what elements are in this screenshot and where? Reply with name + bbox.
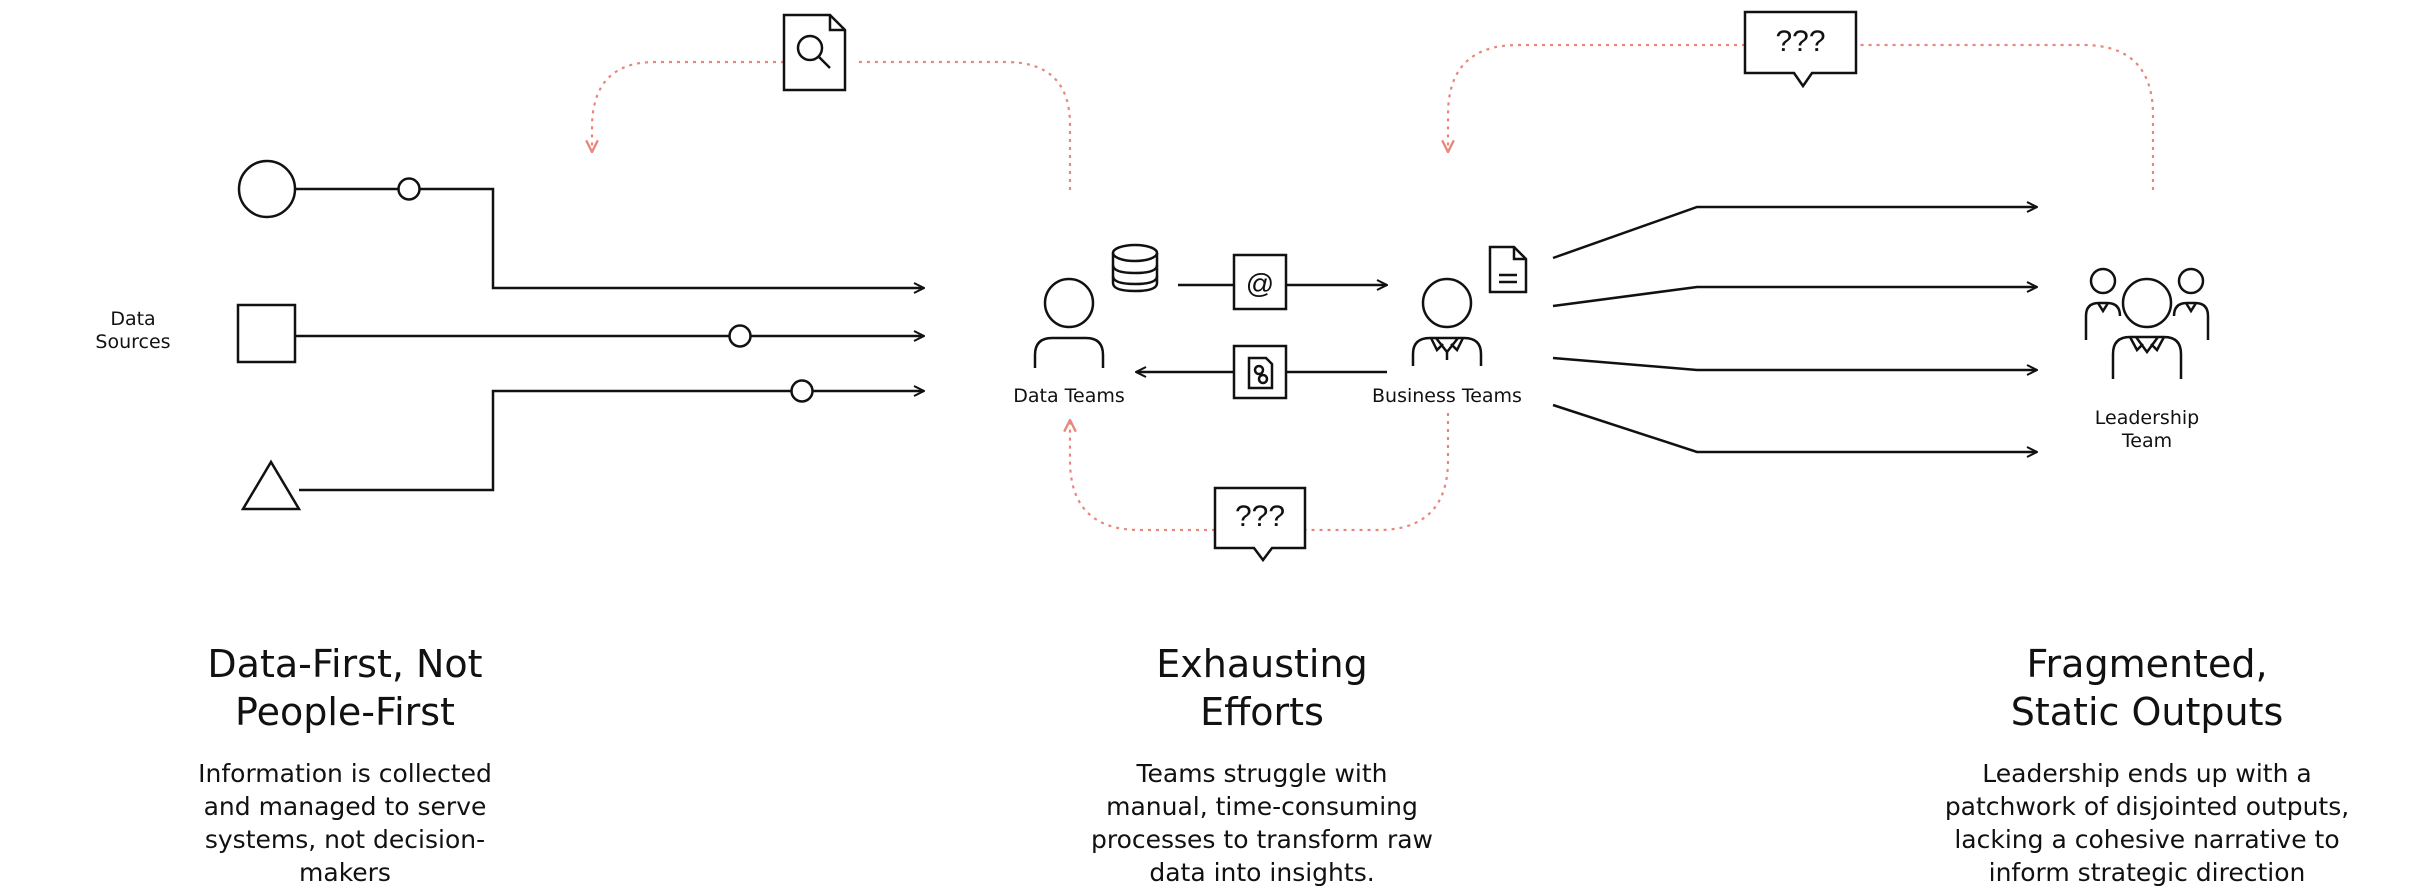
document-icon: [1488, 245, 1528, 294]
column-2-description-line-4: data into insights.: [1149, 858, 1375, 887]
connector-node-1: [397, 177, 421, 201]
leadership-team-label-line-2: Team: [2121, 429, 2173, 452]
email-icon-symbol: @: [1246, 268, 1274, 299]
document-search-icon: [782, 13, 847, 92]
output-arrow-2: [1552, 287, 2037, 308]
feedback-loop-leadership-to-business: [1856, 43, 2155, 190]
column-1-heading: Data-First, Not People-First: [145, 640, 545, 736]
data-sources-label: Data Sources: [78, 308, 188, 354]
speech-bubble-top-right: [1743, 10, 1858, 89]
speech-bubble-icon: [1213, 10, 1858, 563]
output-arrow-3: [1552, 356, 2037, 370]
report-document-icon: [1232, 344, 1288, 400]
column-3-description-line-2: patchwork of disjointed outputs,: [1944, 792, 2350, 821]
data-teams-label: Data Teams: [1013, 385, 1125, 407]
speech-bubble-bottom-center-text: ???: [1234, 500, 1286, 533]
column-2-description-line-1: Teams struggle with: [1136, 759, 1388, 788]
column-1-description: Information is collected and managed to …: [145, 757, 545, 889]
person-icon: [1033, 277, 1105, 368]
column-2-description-line-3: processes to transform raw: [1090, 825, 1434, 854]
output-arrow-4: [1552, 403, 2037, 452]
business-teams-label: Business Teams: [1372, 385, 1522, 407]
square-source-icon: [236, 303, 297, 364]
feedback-loop-business-to-data-2: [1070, 420, 1215, 532]
database-icon: [1111, 243, 1159, 293]
circle-source-icon: [237, 159, 297, 219]
feedback-loop-data-teams-to-sources-2: [592, 60, 784, 152]
column-1-description-line-4: makers: [299, 858, 391, 887]
feedback-loop-leadership-to-business-2: [1448, 43, 1745, 152]
connector-node-2: [728, 324, 752, 348]
column-3-heading-line-1: Fragmented,: [2026, 642, 2268, 686]
leadership-team-label-line-1: Leadership: [2094, 407, 2200, 429]
leadership-group-icon: [2084, 267, 2210, 379]
column-1-heading-line-1: Data-First, Not: [207, 642, 483, 686]
data-sources-group: [236, 159, 924, 511]
feedback-loop-data-teams-to-sources: [854, 60, 1072, 190]
feedback-loop-business-to-data: [1305, 413, 1450, 532]
column-3-description-line-4: inform strategic direction: [1988, 858, 2306, 887]
feedback-loops: [592, 43, 2155, 532]
column-1-description-line-3: systems, not decision-: [204, 825, 486, 854]
column-1-description-line-2: and managed to serve: [203, 792, 487, 821]
businessperson-icon: [1411, 277, 1483, 366]
speech-bubble-top-right-text: ???: [1775, 25, 1826, 58]
exchange-arrows: [1136, 285, 1387, 372]
column-2-heading: Exhausting Efforts: [1042, 640, 1482, 736]
source-connector-line-1b: [420, 187, 924, 288]
column-2-description: Teams struggle with manual, time-consumi…: [1042, 757, 1482, 889]
column-3-heading-line-2: Static Outputs: [2010, 690, 2284, 734]
triangle-source-icon: [240, 459, 302, 511]
speech-bubble-bottom-center: [1213, 486, 1307, 563]
connector-node-3: [790, 379, 814, 403]
column-3-heading: Fragmented, Static Outputs: [1897, 640, 2397, 736]
email-icon: [1232, 253, 1288, 311]
column-1-heading-line-2: People-First: [235, 690, 455, 734]
column-3-description-line-3: lacking a cohesive narrative to: [1954, 825, 2340, 854]
output-arrow-1: [1552, 207, 2037, 260]
output-arrows: [1552, 207, 2037, 452]
column-2-heading-line-1: Exhausting: [1156, 642, 1368, 686]
column-2-heading-line-2: Efforts: [1200, 690, 1324, 734]
leadership-team-label: Leadership Team: [2072, 407, 2222, 453]
column-3-description: Leadership ends up with a patchwork of d…: [1897, 757, 2397, 889]
data-sources-label-line-2: Sources: [95, 330, 171, 353]
column-1-description-line-1: Information is collected: [198, 759, 492, 788]
column-2-description-line-2: manual, time-consuming: [1106, 792, 1418, 821]
column-3-description-line-1: Leadership ends up with a: [1982, 759, 2312, 788]
source-connector-line-3: [299, 389, 791, 492]
data-sources-label-line-1: Data: [110, 308, 156, 330]
